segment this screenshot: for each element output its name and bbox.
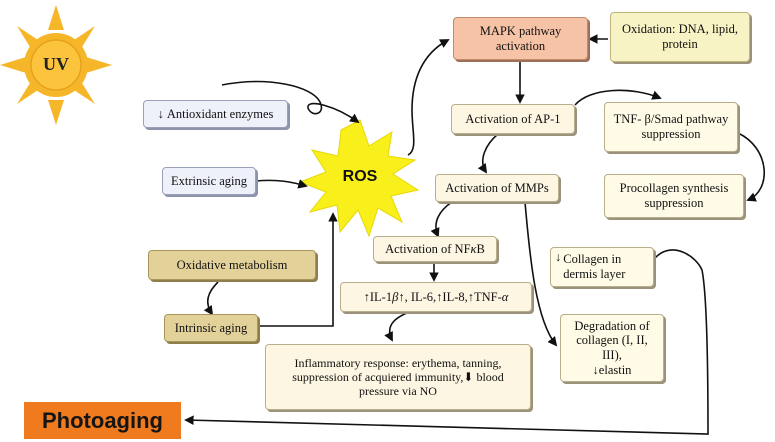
arrow-extrinsic-ros bbox=[255, 179, 308, 189]
arrow-ap1-mmps bbox=[477, 133, 499, 174]
inflammatory-line-1: Inflammatory response: erythema, tanning… bbox=[294, 355, 502, 370]
node-antioxidant-enzymes: ↓ Antioxidant enzymes bbox=[143, 100, 288, 128]
arrow-collagen-photoaging bbox=[184, 249, 709, 435]
node-nfkb-activation: Activation of NFκB bbox=[373, 236, 497, 262]
node-mmps-activation: Activation of MMPs bbox=[435, 174, 559, 202]
node-tnf-smad-label: TNF- β/Smad pathway suppression bbox=[613, 112, 729, 141]
node-extrinsic-label: Extrinsic aging bbox=[170, 173, 248, 188]
down-arrow-symbol: ↓ bbox=[157, 106, 164, 121]
ros-starburst bbox=[298, 119, 420, 238]
down-arrow-elastin: ↓ bbox=[592, 362, 599, 377]
node-oxidative-label: Oxidative metabolism bbox=[176, 257, 288, 272]
beta-symbol: β bbox=[392, 289, 399, 304]
node-nfkb-prefix: Activation of NF bbox=[385, 241, 471, 256]
arrow-intrinsic-ros bbox=[258, 212, 338, 327]
sun-icon bbox=[0, 5, 112, 125]
il8-up-arrow: ↑ bbox=[436, 289, 443, 304]
node-oxidative-metabolism: Oxidative metabolism bbox=[148, 250, 316, 280]
node-oxidation-label: Oxidation: DNA, lipid, protein bbox=[622, 22, 738, 51]
node-degradation: Degradation of collagen (I, II, III), ↓e… bbox=[560, 314, 664, 382]
node-collagen-dermis: ↓ Collagen in dermis layer bbox=[550, 247, 654, 287]
photoaging-label: Photoaging bbox=[24, 402, 181, 439]
arrow-cytokines-inflammatory bbox=[384, 310, 413, 342]
node-mapk-activation: MAPK pathway activation bbox=[453, 17, 588, 60]
node-ap1-activation: Activation of AP-1 bbox=[451, 104, 575, 134]
alpha-symbol: α bbox=[501, 289, 509, 304]
il6-label: , IL-6, bbox=[404, 289, 437, 304]
node-extrinsic-aging: Extrinsic aging bbox=[162, 167, 256, 195]
tnf-up-arrow: ↑ bbox=[467, 289, 475, 304]
node-ap1-label: Activation of AP-1 bbox=[465, 111, 561, 126]
arrow-antioxidant-ros bbox=[221, 80, 360, 124]
up-arrow-il1: ↑ bbox=[363, 289, 370, 304]
il1-label: IL-1 bbox=[369, 289, 393, 304]
inflammatory-line-2-wrap: suppression of acquiered immunity,⬇ bloo… bbox=[292, 370, 504, 384]
arrow-mmps-degradation bbox=[524, 201, 558, 347]
node-intrinsic-label: Intrinsic aging bbox=[174, 320, 248, 335]
il6-up-arrow: ↑ bbox=[398, 289, 405, 304]
arrow-oxidative-intrinsic bbox=[203, 281, 219, 316]
down-bold-arrow-symbol: ⬇ bbox=[463, 369, 474, 384]
node-nfkb-label: Activation of NFκB bbox=[385, 242, 485, 257]
node-nfkb-kappa: κ bbox=[470, 241, 477, 256]
tnf-label: TNF- bbox=[474, 289, 502, 304]
node-mapk-label: MAPK pathway activation bbox=[479, 23, 562, 53]
node-mmps-label: Activation of MMPs bbox=[445, 180, 549, 195]
degradation-line-3: elastin bbox=[598, 362, 632, 377]
arrow-ap1-tnf bbox=[574, 89, 662, 106]
down-arrow-collagen: ↓ bbox=[555, 250, 562, 264]
degradation-line-1: Degradation of bbox=[574, 318, 650, 333]
inflammatory-line-4: pressure via NO bbox=[359, 384, 437, 399]
ros-label: ROS bbox=[342, 168, 378, 185]
node-antioxidant-label: Antioxidant enzymes bbox=[166, 106, 274, 121]
arrow-tnf-procollagen bbox=[737, 132, 766, 202]
node-oxidation: Oxidation: DNA, lipid, protein bbox=[610, 12, 750, 62]
node-nfkb-suffix: B bbox=[476, 241, 485, 256]
node-collagen-dermis-label: Collagen in dermis layer bbox=[563, 252, 626, 281]
node-procollagen-label: Procollagen synthesis suppression bbox=[619, 181, 729, 210]
degradation-line-2: collagen (I, II, III), bbox=[576, 333, 648, 362]
arrow-ros-mapk bbox=[407, 39, 450, 156]
il8-label: IL-8, bbox=[442, 289, 468, 304]
degradation-line-3-wrap: ↓elastin bbox=[593, 363, 632, 378]
node-procollagen: Procollagen synthesis suppression bbox=[604, 174, 744, 218]
inflammatory-line-2: suppression of acquiered immunity, bbox=[292, 369, 464, 384]
node-inflammatory-response: Inflammatory response: erythema, tanning… bbox=[265, 344, 531, 410]
inflammatory-line-3: blood bbox=[473, 369, 504, 384]
node-intrinsic-aging: Intrinsic aging bbox=[164, 314, 258, 342]
uv-label: UV bbox=[43, 54, 69, 74]
node-tnf-smad: TNF- β/Smad pathway suppression bbox=[604, 102, 738, 152]
arrow-mmps-nfkb bbox=[430, 201, 453, 238]
